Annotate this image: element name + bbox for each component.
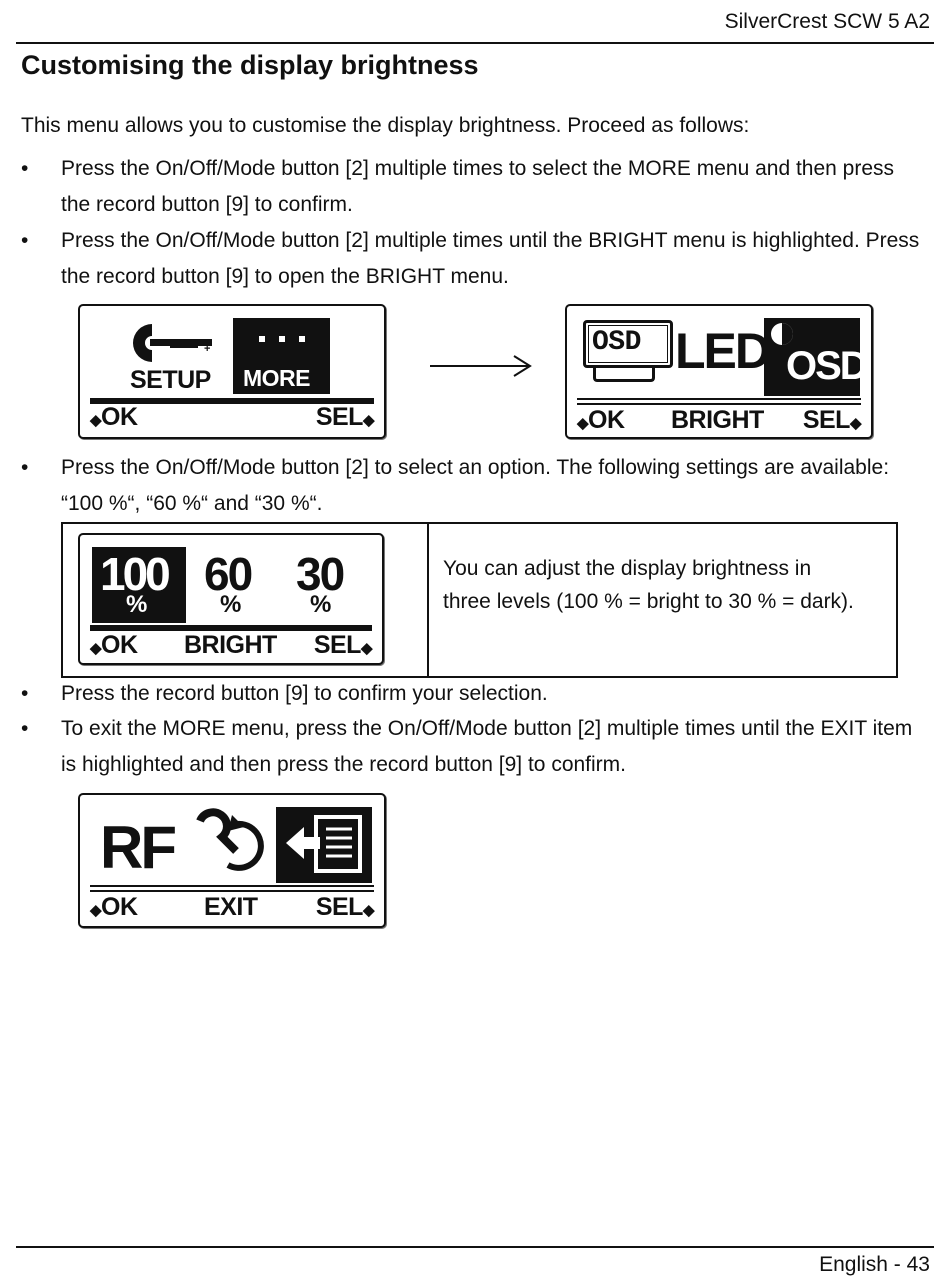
lcd-screen-setup-more: + SETUP MORE ◆OK SEL◆	[78, 304, 386, 439]
ok-label: OK	[101, 893, 138, 921]
sel-softkey: SEL◆	[315, 403, 375, 432]
arrow-left-icon: ◆	[90, 640, 102, 657]
svg-text:+: +	[204, 343, 210, 355]
list-item: • To exit the MORE menu, press the On/Of…	[21, 711, 926, 783]
ok-softkey: ◆OK	[90, 893, 138, 922]
lcd-bar	[90, 625, 372, 631]
sel-softkey: SEL◆	[802, 406, 862, 435]
header-rule	[16, 42, 934, 44]
lcd-screen-exit: RF ◆OK EXIT SEL◆	[78, 793, 386, 928]
bright-label: BRIGHT	[671, 406, 764, 434]
table-description: You can adjust the display brightness in…	[443, 557, 854, 613]
osd-stand	[593, 365, 655, 382]
ok-softkey: ◆OK	[90, 403, 138, 432]
level-30-value: 30	[296, 548, 345, 600]
sel-softkey: SEL◆	[313, 631, 373, 660]
exit-door-icon	[286, 815, 362, 873]
level-100-value: 100	[100, 548, 171, 600]
arrow-right-icon: ◆	[849, 415, 862, 432]
bullet-dot: •	[21, 157, 29, 180]
list-item-text: Press the On/Off/Mode button [2] multipl…	[61, 157, 895, 216]
list-item: • Press the On/Off/Mode button [2] multi…	[21, 223, 926, 295]
lcd-bar	[90, 398, 374, 404]
more-label: MORE	[243, 365, 311, 391]
level-30-unit: %	[310, 591, 331, 618]
level-60-value: 60	[204, 548, 253, 600]
osd-highlight: OSD	[764, 318, 869, 396]
more-highlight: MORE	[233, 318, 330, 394]
list-item: • Press the On/Off/Mode button [2] to se…	[21, 450, 926, 522]
arrow-left-icon: ◆	[90, 412, 102, 429]
bullet-dot: •	[21, 682, 29, 705]
footer-rule	[16, 1246, 934, 1248]
bright-label: BRIGHT	[184, 631, 277, 659]
page-title: Customising the display brightness	[21, 50, 479, 80]
list-item-text: To exit the MORE menu, press the On/Off/…	[61, 717, 913, 776]
table-divider	[427, 524, 429, 676]
sel-label: SEL	[802, 406, 851, 434]
ok-label: OK	[101, 403, 138, 431]
level-100-highlight: 100 %	[92, 547, 186, 623]
lcd-bar	[577, 403, 861, 405]
key-icon: +	[132, 324, 212, 362]
setup-label: SETUP	[130, 366, 211, 394]
sel-softkey: SEL◆	[315, 893, 375, 922]
bullet-dot: •	[21, 456, 29, 479]
lcd-bar	[577, 398, 861, 400]
osd-highlight-label: OSD	[786, 344, 869, 388]
lcd-screen-brightness-levels: 100 % 60 % 30 % ◆OK BRIGHT SEL◆	[78, 533, 384, 665]
sel-label: SEL	[315, 403, 364, 431]
page-number: English - 43	[819, 1253, 930, 1276]
arrow-right-icon: ◆	[360, 640, 373, 657]
list-item: • Press the On/Off/Mode button [2] multi…	[21, 151, 926, 223]
reset-wrench-icon	[196, 808, 264, 871]
brightness-table: 100 % 60 % 30 % ◆OK BRIGHT SEL◆ You can …	[61, 522, 898, 678]
sel-label: SEL	[315, 893, 364, 921]
level-100-unit: %	[126, 591, 147, 618]
lcd-bar	[90, 885, 374, 887]
list-item-text: Press the record button [9] to confirm y…	[61, 682, 548, 705]
arrow-left-icon: ◆	[577, 415, 589, 432]
rf-label: RF	[100, 814, 177, 881]
bullet-dot: •	[21, 717, 29, 740]
bullet-dot: •	[21, 229, 29, 252]
arrow-right-connector-icon	[430, 355, 532, 377]
lcd-bar	[90, 890, 374, 892]
ok-softkey: ◆OK	[577, 406, 625, 435]
exit-highlight	[276, 807, 372, 883]
osd-text: OSD	[592, 327, 641, 358]
lcd-screen-bright-menu: OSD LED OSD ◆OK BRIGHT SEL◆	[565, 304, 873, 439]
ok-softkey: ◆OK	[90, 631, 138, 660]
exit-label: EXIT	[204, 893, 258, 921]
arrow-right-icon: ◆	[362, 902, 375, 919]
arrow-left-icon: ◆	[90, 902, 102, 919]
arrow-right-icon: ◆	[362, 412, 375, 429]
list-item: • Press the record button [9] to confirm…	[21, 676, 926, 712]
level-60-unit: %	[220, 591, 241, 618]
ok-label: OK	[588, 406, 625, 434]
intro-paragraph: This menu allows you to customise the di…	[21, 114, 750, 137]
half-moon-icon	[771, 323, 793, 345]
dots-icon	[259, 336, 305, 342]
product-name: SilverCrest SCW 5 A2	[724, 10, 930, 33]
list-item-text: Press the On/Off/Mode button [2] multipl…	[61, 229, 920, 288]
osd-box-icon: OSD	[583, 320, 673, 368]
led-label: LED	[675, 323, 771, 379]
ok-label: OK	[101, 631, 138, 659]
sel-label: SEL	[313, 631, 362, 659]
list-item-text: Press the On/Off/Mode button [2] to sele…	[61, 456, 890, 515]
